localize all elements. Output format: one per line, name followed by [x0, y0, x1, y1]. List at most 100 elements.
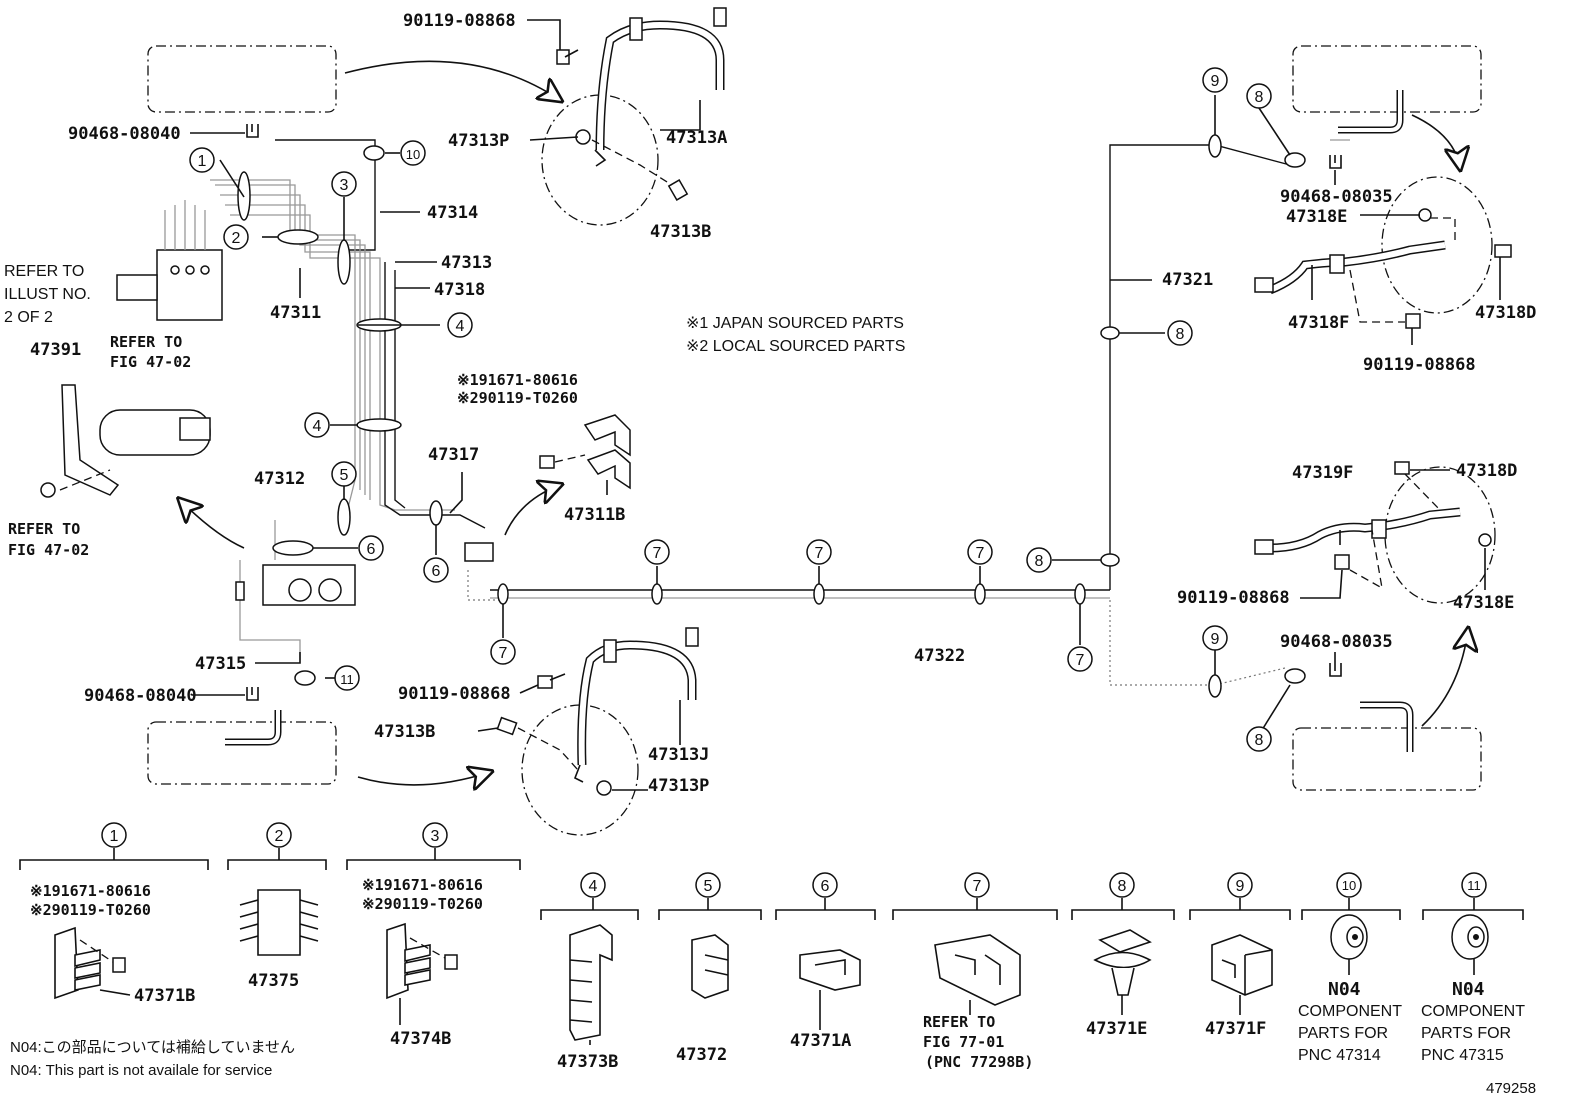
- label-47318: 47318: [434, 280, 485, 300]
- figure-number: 479258: [1486, 1080, 1536, 1097]
- label-47319F: 47319F: [1292, 463, 1353, 483]
- label-47391: 47391: [30, 340, 81, 360]
- part-labels: 90119-08868 47313P 47313A 47313B 90468-0…: [30, 11, 1536, 796]
- label-47311: 47311: [270, 303, 321, 323]
- brake-master-cylinder: [40, 384, 211, 498]
- arrow-to-master-cylinder: [180, 500, 245, 549]
- note-local-sourced: ※2 LOCAL SOURCED PARTS: [686, 338, 905, 355]
- callout-9b: 9: [1211, 631, 1220, 648]
- legend-11-line3: PNC 47315: [1421, 1047, 1504, 1064]
- wheel-box-rear-right: [1292, 701, 1482, 791]
- label-47317: 47317: [428, 445, 479, 465]
- brake-pipe-47322: [490, 139, 1350, 686]
- abs-actuator: [116, 200, 223, 321]
- note-n04-english: N04: This part is not availale for servi…: [10, 1062, 272, 1079]
- legend-1-code-b: ※290119-T0260: [30, 901, 151, 919]
- clip-90468-small: [246, 124, 1342, 701]
- callout-10: 10: [406, 147, 420, 162]
- note-japan-sourced: ※1 JAPAN SOURCED PARTS: [686, 315, 904, 332]
- legend-3-code-b: ※290119-T0260: [362, 895, 483, 913]
- wheel-box-rear-left: [147, 710, 337, 785]
- label-90119-top: 90119-08868: [403, 11, 516, 31]
- label-47318E-top: 47318E: [1286, 207, 1347, 227]
- arrow-to-front-right-hose: [1411, 114, 1460, 168]
- legend-callout-7: 7: [973, 878, 982, 895]
- arrow-to-clamp-47311B: [504, 485, 560, 536]
- legend-9-part: 47371F: [1205, 1019, 1266, 1039]
- wheel-box-front-left: [147, 45, 337, 113]
- callout-9a: 9: [1211, 73, 1220, 90]
- legend-row: 1 2 3 4 5 6 7 8 9 10 11: [19, 822, 1525, 1072]
- legend-7-refer-line1: REFER TO: [923, 1013, 995, 1031]
- legend-11-n04: N04: [1452, 979, 1485, 1000]
- legend-7-refer-line2: FIG 77-01: [923, 1033, 1004, 1051]
- label-90468-r2: 90468-08035: [1280, 632, 1393, 652]
- label-47313B-bot: 47313B: [374, 722, 435, 742]
- label-47318F: 47318F: [1288, 313, 1349, 333]
- callout-7c: 7: [815, 545, 824, 562]
- detail-zone-rear-right: [1384, 466, 1496, 604]
- arrow-to-front-left-hose: [344, 60, 560, 100]
- clamp-47371B-drawing: [54, 926, 126, 1000]
- clip-47371E-drawing: [1093, 929, 1152, 996]
- legend-1-part: 47371B: [134, 986, 195, 1006]
- clamp-47373B-drawing: [569, 924, 613, 1041]
- hose-47319F: [1254, 461, 1492, 590]
- label-90119-mid: 90119-08868: [398, 684, 511, 704]
- callouts-main: 1 2 3 4 4 5 6 6 7 7 7 7 7 8 8 8 8 9 9 10…: [189, 67, 1272, 752]
- legend-5-part: 47372: [676, 1045, 727, 1065]
- legend-3-code-a: ※191671-80616: [362, 876, 483, 894]
- label-47311B: 47311B: [564, 505, 625, 525]
- legend-6-part: 47371A: [790, 1031, 851, 1051]
- callout-8c: 8: [1255, 89, 1264, 106]
- callout-8b: 8: [1176, 326, 1185, 343]
- refer-fig4702-top-line1: REFER TO: [110, 333, 182, 351]
- legend-callout-10: 10: [1342, 878, 1356, 893]
- label-47313B-top: 47313B: [650, 222, 711, 242]
- legend-2-part: 47375: [248, 971, 299, 991]
- hose-47318F: [1254, 208, 1512, 329]
- leader-lines: [190, 19, 1501, 791]
- legend-11-line1: COMPONENT: [1421, 1003, 1525, 1020]
- refer-illust-line3: 2 OF 2: [4, 309, 53, 326]
- callout-6b: 6: [432, 563, 441, 580]
- refer-illust-line1: REFER TO: [4, 263, 84, 280]
- label-code1-b: ※290119-T0260: [457, 389, 578, 407]
- clip-47371F-drawing: [1211, 934, 1273, 996]
- refer-fig4702-top-line2: FIG 47-02: [110, 353, 191, 371]
- legend-10-line3: PNC 47314: [1298, 1047, 1381, 1064]
- label-47318E-bot: 47318E: [1453, 593, 1514, 613]
- legend-callout-4: 4: [589, 878, 598, 895]
- callout-8d: 8: [1255, 732, 1264, 749]
- clamp-47311B: [539, 414, 631, 490]
- callout-7a: 7: [499, 645, 508, 662]
- legend-callout-3: 3: [431, 828, 440, 845]
- legend-11-line2: PARTS FOR: [1421, 1025, 1511, 1042]
- legend-callout-6: 6: [821, 878, 830, 895]
- label-47313P-top: 47313P: [448, 131, 509, 151]
- label-47318D-bot: 47318D: [1456, 461, 1517, 481]
- legend-callout-11: 11: [1467, 878, 1481, 893]
- label-47321: 47321: [1162, 270, 1213, 290]
- clamp-47372-drawing: [691, 934, 729, 999]
- callout-7d: 7: [976, 545, 985, 562]
- legend-4-part: 47373B: [557, 1052, 618, 1072]
- label-47313P-bot: 47313P: [648, 776, 709, 796]
- label-47315: 47315: [195, 654, 246, 674]
- callout-7b: 7: [653, 545, 662, 562]
- valve-block-47312: [262, 564, 356, 606]
- legend-callout-1: 1: [110, 828, 119, 845]
- label-47312: 47312: [254, 469, 305, 489]
- hose-47313J: [496, 627, 699, 796]
- label-90468-r1: 90468-08035: [1280, 187, 1393, 207]
- refer-fig4702-bot-line1: REFER TO: [8, 520, 80, 538]
- callout-1: 1: [198, 153, 207, 170]
- label-47314: 47314: [427, 203, 478, 223]
- wheel-box-front-right: [1292, 45, 1482, 134]
- refer-illust-line2: ILLUST NO.: [4, 286, 91, 303]
- legend-10-line2: PARTS FOR: [1298, 1025, 1388, 1042]
- callout-3: 3: [340, 177, 349, 194]
- label-47313A: 47313A: [666, 128, 727, 148]
- callout-8a: 8: [1035, 553, 1044, 570]
- refer-fig4702-bot-line2: FIG 47-02: [8, 541, 89, 559]
